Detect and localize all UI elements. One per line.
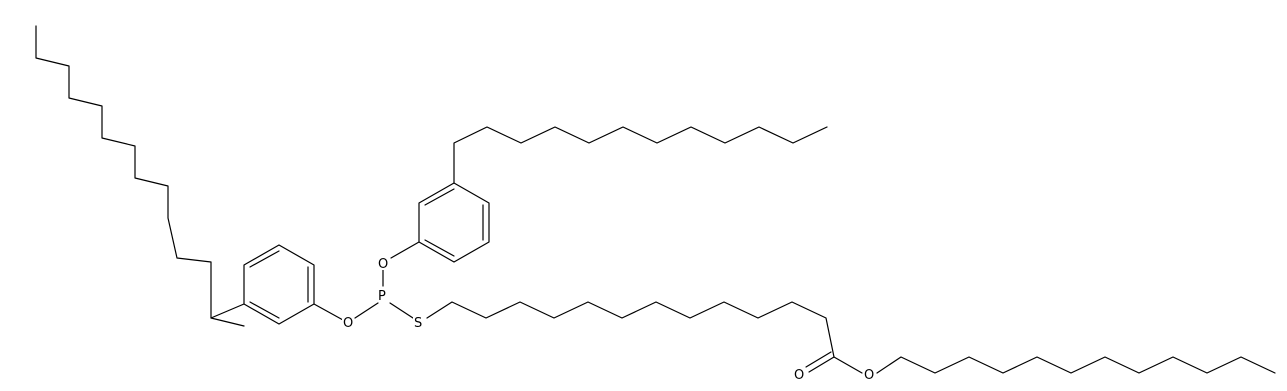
- p-to-s-bond: [389, 302, 414, 319]
- upper-dodecyl-chain: [453, 126, 828, 184]
- upper-phenyl-ring: [418, 182, 490, 263]
- atom-label-o-ester: O: [863, 367, 875, 383]
- left-ring-to-chain-bond: [210, 303, 245, 319]
- svg-text:S: S: [414, 316, 422, 331]
- svg-text:O: O: [378, 257, 388, 272]
- left-phenyl-ring: [243, 244, 315, 325]
- svg-text:P: P: [378, 289, 386, 304]
- atom-label-p: P: [377, 288, 389, 304]
- atom-label-o-lower: O: [342, 315, 354, 331]
- svg-text:O: O: [794, 368, 804, 383]
- atom-label-o-upper: O: [377, 256, 389, 272]
- carbonyl-bond-1: [808, 356, 835, 373]
- atom-label-o-carbonyl: O: [793, 367, 805, 383]
- left-ring-to-o-bond: [313, 303, 344, 321]
- carbonyl-bond-2: [805, 351, 832, 368]
- left-dodecyl-chain: [35, 25, 245, 327]
- svg-text:O: O: [864, 368, 874, 383]
- o-to-p-bond-lower: [354, 302, 379, 319]
- atom-label-s: S: [413, 315, 425, 331]
- ester-dodecyl-chain: [876, 356, 1276, 374]
- upper-o-to-ring-bond: [390, 241, 420, 259]
- svg-text:O: O: [343, 316, 353, 331]
- carbonyl-to-ester-o-bond: [833, 356, 863, 374]
- thioalkyl-chain: [426, 301, 835, 358]
